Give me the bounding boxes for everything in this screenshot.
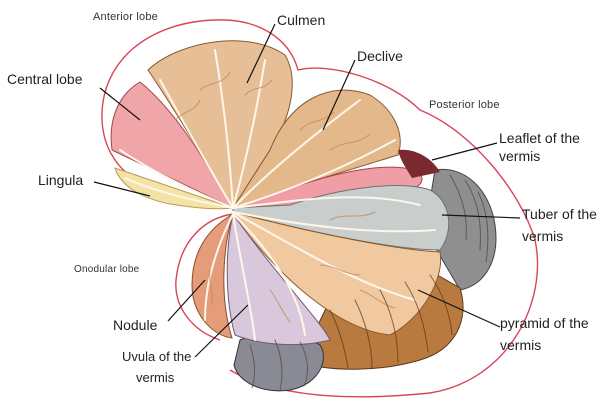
leaflet-label-line1: Leaflet of the <box>499 130 580 146</box>
declive-label: Declive <box>357 48 403 64</box>
onodular-lobe-label: Onodular lobe <box>74 264 140 275</box>
pyramid-label-line2: vermis <box>500 337 541 353</box>
tuber-label-line2: vermis <box>522 228 563 244</box>
anterior-lobe-label: Anterior lobe <box>93 11 158 23</box>
leaflet-leader <box>432 143 497 160</box>
nodule-label: Nodule <box>113 317 158 333</box>
culmen-label: Culmen <box>277 12 325 28</box>
posterior-lobe-label: Posterior lobe <box>429 99 500 111</box>
tuber-label-line1: Tuber of the <box>522 206 597 222</box>
pyramid-label-line1: pyramid of the <box>500 315 589 331</box>
lingula-label: Lingula <box>38 172 83 188</box>
central-lobe-label: Central lobe <box>7 71 83 87</box>
leaflet-label-line2: vermis <box>499 148 540 164</box>
uvula-label-line1: Uvula of the <box>122 349 191 364</box>
uvula-label-line2: vermis <box>136 370 175 385</box>
